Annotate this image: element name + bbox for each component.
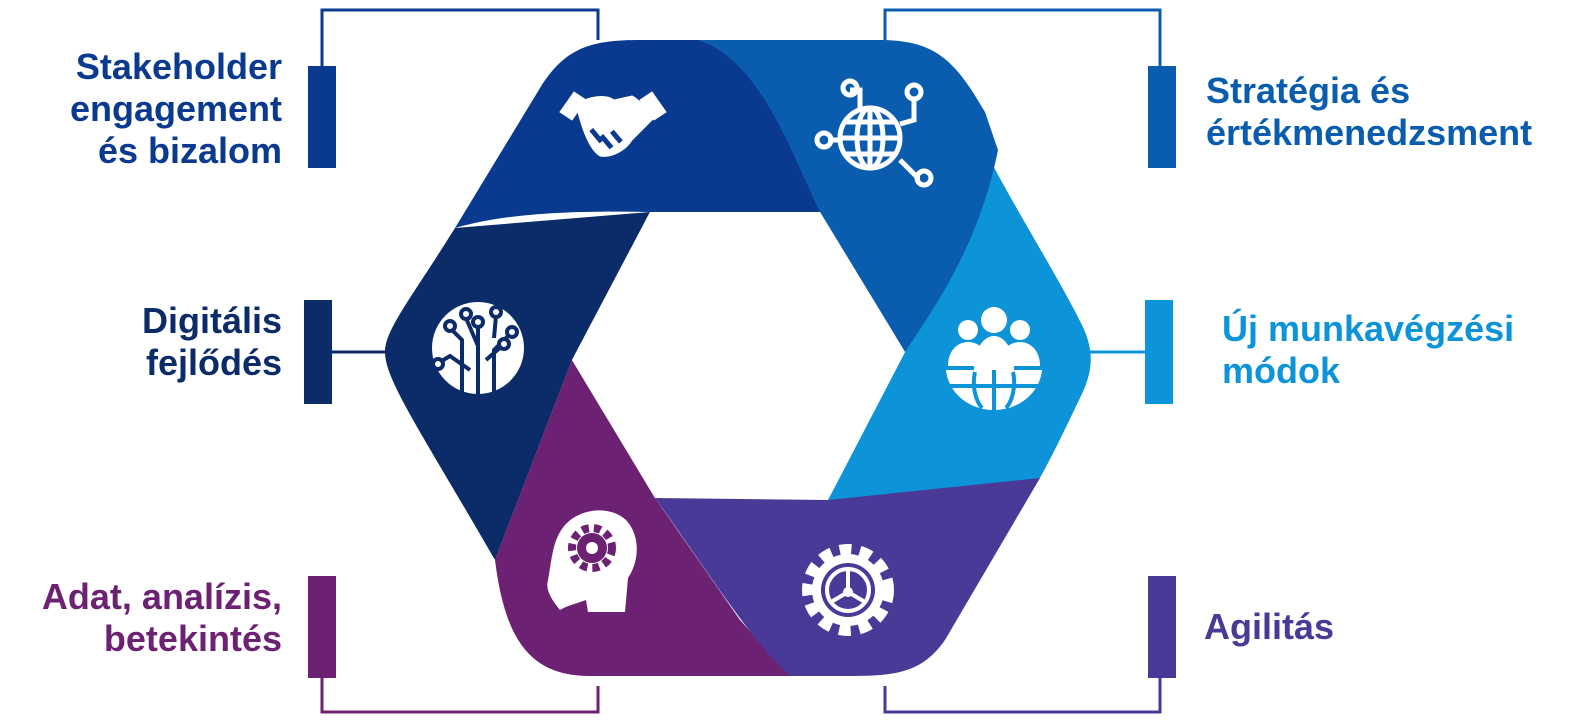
label-digital-development: Digitális fejlődés bbox=[20, 300, 282, 384]
segment-digital bbox=[385, 212, 650, 560]
label-line: engagement bbox=[69, 88, 282, 129]
connector-agility bbox=[883, 676, 1162, 714]
label-line: Stakeholder bbox=[75, 46, 282, 87]
label-strategy: Stratégia és értékmenedzsment bbox=[1206, 70, 1586, 154]
label-agility: Agilitás bbox=[1204, 606, 1504, 648]
gear-steering-icon bbox=[802, 544, 894, 636]
hexagon-center bbox=[572, 212, 905, 500]
label-stakeholder-engagement: Stakeholder engagement és bizalom bbox=[20, 46, 282, 172]
label-line: Digitális bbox=[141, 300, 282, 341]
circuit-tree-icon bbox=[431, 302, 524, 394]
label-line: módok bbox=[1222, 350, 1341, 391]
label-line: értékmenedzsment bbox=[1206, 112, 1533, 153]
marker-data bbox=[308, 576, 336, 678]
marker-new-work bbox=[1145, 300, 1173, 404]
label-line: betekintés bbox=[103, 618, 282, 659]
marker-stakeholder bbox=[308, 66, 336, 168]
label-line: Agilitás bbox=[1204, 606, 1335, 647]
marker-agility bbox=[1148, 576, 1176, 678]
marker-strategy bbox=[1148, 66, 1176, 168]
marker-digital bbox=[304, 300, 332, 404]
globe-network-icon bbox=[814, 78, 934, 188]
label-line: és bizalom bbox=[97, 130, 282, 171]
people-globe-icon bbox=[946, 307, 1042, 410]
label-line: Stratégia és bbox=[1206, 70, 1411, 111]
connector-strategy bbox=[883, 8, 1162, 68]
head-gear-icon bbox=[547, 510, 637, 612]
handshake-icon bbox=[559, 91, 667, 157]
label-data-analytics: Adat, analízis, betekintés bbox=[0, 576, 282, 660]
connector-stakeholder bbox=[320, 8, 600, 68]
connector-data bbox=[320, 676, 600, 714]
connector-lines bbox=[320, 8, 1162, 714]
label-new-ways-of-working: Új munkavégzési módok bbox=[1222, 308, 1582, 392]
label-line: fejlődés bbox=[145, 342, 282, 383]
label-line: Adat, analízis, bbox=[41, 576, 282, 617]
label-line: Új munkavégzési bbox=[1222, 308, 1515, 349]
